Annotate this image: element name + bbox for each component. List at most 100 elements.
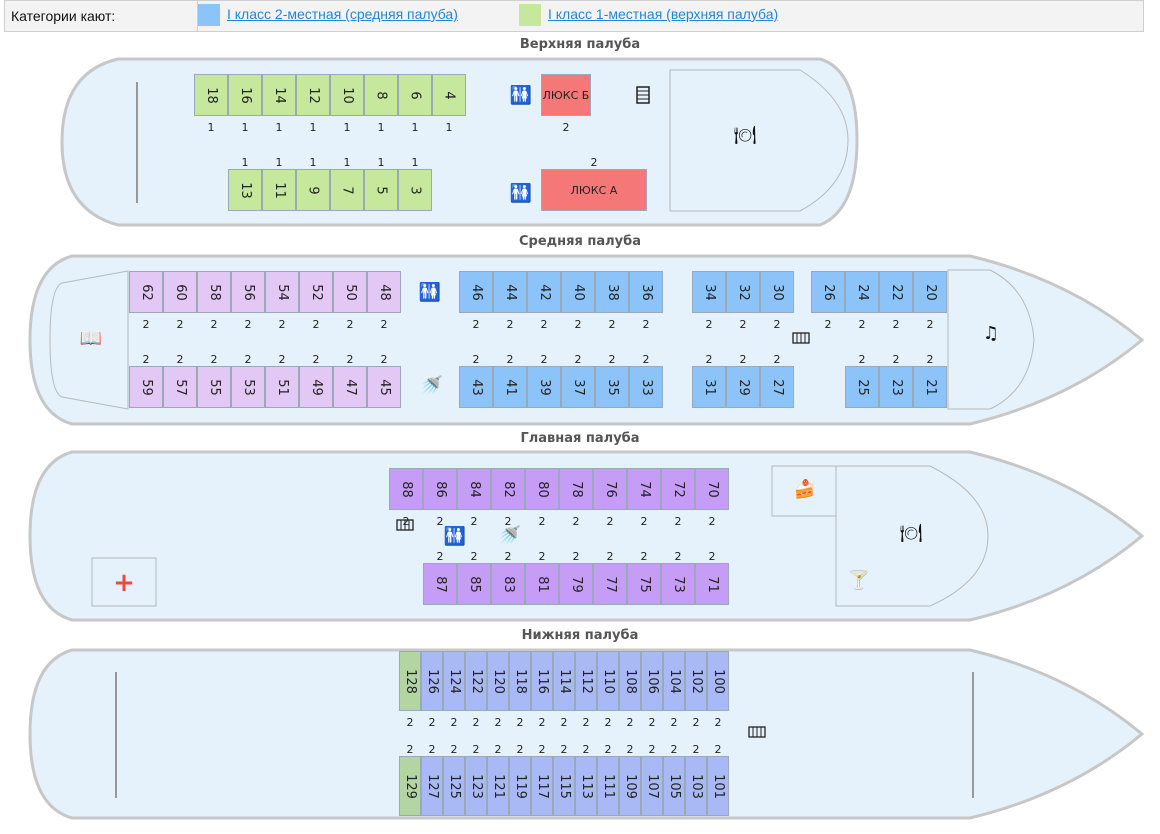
cabin-upper-14[interactable]: 14 (262, 74, 296, 116)
cabin-lower-110[interactable]: 110 (597, 651, 619, 711)
cabin-middle-26[interactable]: 26 (811, 271, 845, 313)
cabin-middle-21[interactable]: 21 (913, 366, 947, 408)
cabin-middle-38[interactable]: 38 (595, 271, 629, 313)
cabin-middle-48[interactable]: 48 (367, 271, 401, 313)
cabin-main-77[interactable]: 77 (593, 563, 627, 605)
cabin-upper-6[interactable]: 6 (398, 74, 432, 116)
cabin-middle-59[interactable]: 59 (129, 366, 163, 408)
cabin-middle-58[interactable]: 58 (197, 271, 231, 313)
cabin-main-79[interactable]: 79 (559, 563, 593, 605)
cabin-middle-46[interactable]: 46 (459, 271, 493, 313)
cabin-middle-43[interactable]: 43 (459, 366, 493, 408)
cabin-lower-113[interactable]: 113 (575, 756, 597, 816)
cabin-main-76[interactable]: 76 (593, 468, 627, 510)
cabin-lower-104[interactable]: 104 (663, 651, 685, 711)
cabin-middle-42[interactable]: 42 (527, 271, 561, 313)
cabin-lower-118[interactable]: 118 (509, 651, 531, 711)
cabin-upper-4[interactable]: 4 (432, 74, 466, 116)
cabin-middle-20[interactable]: 20 (913, 271, 947, 313)
cabin-lower-121[interactable]: 121 (487, 756, 509, 816)
cabin-lower-101[interactable]: 101 (707, 756, 729, 816)
cabin-middle-62[interactable]: 62 (129, 271, 163, 313)
cabin-middle-54[interactable]: 54 (265, 271, 299, 313)
cabin-main-88[interactable]: 88 (389, 468, 423, 510)
cabin-middle-29[interactable]: 29 (726, 366, 760, 408)
cabin-middle-55[interactable]: 55 (197, 366, 231, 408)
cabin-main-83[interactable]: 83 (491, 563, 525, 605)
cabin-middle-45[interactable]: 45 (367, 366, 401, 408)
cabin-main-73[interactable]: 73 (661, 563, 695, 605)
cabin-lower-120[interactable]: 120 (487, 651, 509, 711)
cabin-lower-122[interactable]: 122 (465, 651, 487, 711)
cabin-lower-119[interactable]: 119 (509, 756, 531, 816)
cabin-lower-125[interactable]: 125 (443, 756, 465, 816)
cabin-lower-111[interactable]: 111 (597, 756, 619, 816)
cabin-lower-112[interactable]: 112 (575, 651, 597, 711)
cabin-upper-10[interactable]: 10 (330, 74, 364, 116)
cabin-main-80[interactable]: 80 (525, 468, 559, 510)
cabin-lower-128[interactable]: 128 (399, 651, 421, 711)
cabin-lower-116[interactable]: 116 (531, 651, 553, 711)
cabin-main-72[interactable]: 72 (661, 468, 695, 510)
cabin-lower-117[interactable]: 117 (531, 756, 553, 816)
cabin-upper-5[interactable]: 5 (364, 169, 398, 211)
cabin-middle-53[interactable]: 53 (231, 366, 265, 408)
cabin-main-81[interactable]: 81 (525, 563, 559, 605)
legend-link-1-berth[interactable]: I класс 1-местная (верхняя палуба) (548, 6, 779, 22)
cabin-upper-12[interactable]: 12 (296, 74, 330, 116)
cabin-lower-114[interactable]: 114 (553, 651, 575, 711)
cabin-middle-31[interactable]: 31 (692, 366, 726, 408)
cabin-lower-102[interactable]: 102 (685, 651, 707, 711)
cabin-lower-123[interactable]: 123 (465, 756, 487, 816)
cabin-middle-52[interactable]: 52 (299, 271, 333, 313)
cabin-upper-9[interactable]: 9 (296, 169, 330, 211)
cabin-middle-39[interactable]: 39 (527, 366, 561, 408)
cabin-main-82[interactable]: 82 (491, 468, 525, 510)
cabin-upper-11[interactable]: 11 (262, 169, 296, 211)
cabin-upper-13[interactable]: 13 (228, 169, 262, 211)
cabin-middle-57[interactable]: 57 (163, 366, 197, 408)
cabin-lower-107[interactable]: 107 (641, 756, 663, 816)
cabin-middle-60[interactable]: 60 (163, 271, 197, 313)
cabin-lower-129[interactable]: 129 (399, 756, 421, 816)
cabin-lower-124[interactable]: 124 (443, 651, 465, 711)
cabin-middle-50[interactable]: 50 (333, 271, 367, 313)
cabin-lower-115[interactable]: 115 (553, 756, 575, 816)
cabin-upper-люкс-а[interactable]: ЛЮКС А (541, 169, 647, 211)
cabin-main-87[interactable]: 87 (423, 563, 457, 605)
cabin-main-70[interactable]: 70 (695, 468, 729, 510)
cabin-middle-40[interactable]: 40 (561, 271, 595, 313)
cabin-upper-16[interactable]: 16 (228, 74, 262, 116)
cabin-upper-3[interactable]: 3 (398, 169, 432, 211)
cabin-middle-25[interactable]: 25 (845, 366, 879, 408)
cabin-middle-47[interactable]: 47 (333, 366, 367, 408)
cabin-middle-56[interactable]: 56 (231, 271, 265, 313)
cabin-middle-49[interactable]: 49 (299, 366, 333, 408)
cabin-middle-41[interactable]: 41 (493, 366, 527, 408)
cabin-middle-22[interactable]: 22 (879, 271, 913, 313)
cabin-main-86[interactable]: 86 (423, 468, 457, 510)
cabin-middle-27[interactable]: 27 (760, 366, 794, 408)
cabin-lower-105[interactable]: 105 (663, 756, 685, 816)
cabin-upper-7[interactable]: 7 (330, 169, 364, 211)
cabin-middle-23[interactable]: 23 (879, 366, 913, 408)
cabin-middle-24[interactable]: 24 (845, 271, 879, 313)
cabin-main-85[interactable]: 85 (457, 563, 491, 605)
cabin-middle-44[interactable]: 44 (493, 271, 527, 313)
cabin-lower-108[interactable]: 108 (619, 651, 641, 711)
legend-link-2-berth[interactable]: I класс 2-местная (средняя палуба) (227, 6, 458, 22)
cabin-lower-103[interactable]: 103 (685, 756, 707, 816)
cabin-lower-100[interactable]: 100 (707, 651, 729, 711)
cabin-lower-109[interactable]: 109 (619, 756, 641, 816)
cabin-middle-33[interactable]: 33 (629, 366, 663, 408)
cabin-upper-люкс-б[interactable]: ЛЮКС Б (541, 74, 591, 116)
cabin-middle-51[interactable]: 51 (265, 366, 299, 408)
cabin-lower-126[interactable]: 126 (421, 651, 443, 711)
cabin-middle-36[interactable]: 36 (629, 271, 663, 313)
cabin-middle-32[interactable]: 32 (726, 271, 760, 313)
cabin-lower-106[interactable]: 106 (641, 651, 663, 711)
cabin-upper-8[interactable]: 8 (364, 74, 398, 116)
cabin-middle-37[interactable]: 37 (561, 366, 595, 408)
cabin-main-78[interactable]: 78 (559, 468, 593, 510)
cabin-upper-18[interactable]: 18 (194, 74, 228, 116)
